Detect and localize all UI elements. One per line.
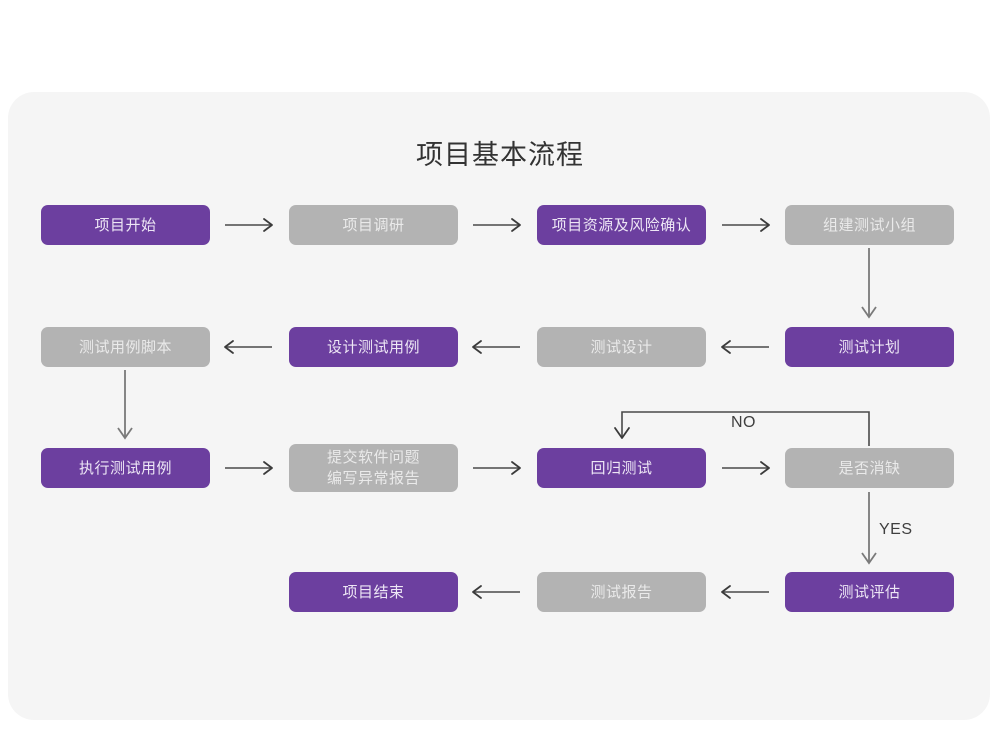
node-resource-risk-confirm[interactable]: 项目资源及风险确认 xyxy=(537,205,706,245)
node-label: 项目结束 xyxy=(342,583,405,601)
node-label-line2: 编写异常报告 xyxy=(326,470,420,487)
node-design-test-case[interactable]: 设计测试用例 xyxy=(289,327,458,367)
node-project-research[interactable]: 项目调研 xyxy=(289,205,458,245)
node-label: 设计测试用例 xyxy=(326,338,420,356)
node-label: 测试用例脚本 xyxy=(78,338,172,356)
flowchart-panel xyxy=(8,92,990,720)
node-label: 执行测试用例 xyxy=(78,459,172,477)
edge-label-no: NO xyxy=(731,414,756,431)
node-submit-issue-report[interactable]: 提交软件问题 编写异常报告 xyxy=(289,444,458,492)
node-label: 项目调研 xyxy=(342,216,405,234)
node-label-line1: 提交软件问题 xyxy=(326,449,420,466)
node-label: 回归测试 xyxy=(590,459,653,477)
node-defect-cleared[interactable]: 是否消缺 xyxy=(785,448,954,488)
node-project-start[interactable]: 项目开始 xyxy=(41,205,210,245)
node-label: 项目资源及风险确认 xyxy=(551,216,692,234)
node-test-evaluation[interactable]: 测试评估 xyxy=(785,572,954,612)
node-test-plan[interactable]: 测试计划 xyxy=(785,327,954,367)
node-regression-test[interactable]: 回归测试 xyxy=(537,448,706,488)
node-label: 组建测试小组 xyxy=(822,216,916,234)
node-label: 测试报告 xyxy=(590,583,653,601)
node-label: 测试设计 xyxy=(590,338,653,356)
node-label: 是否消缺 xyxy=(838,459,901,477)
edge-label-yes: YES xyxy=(879,521,913,538)
node-project-end[interactable]: 项目结束 xyxy=(289,572,458,612)
node-label: 项目开始 xyxy=(94,216,157,234)
node-test-design[interactable]: 测试设计 xyxy=(537,327,706,367)
node-test-report[interactable]: 测试报告 xyxy=(537,572,706,612)
node-label: 测试评估 xyxy=(838,583,901,601)
node-build-test-team[interactable]: 组建测试小组 xyxy=(785,205,954,245)
node-execute-test-case[interactable]: 执行测试用例 xyxy=(41,448,210,488)
page-title: 项目基本流程 xyxy=(416,140,584,170)
node-test-case-script[interactable]: 测试用例脚本 xyxy=(41,327,210,367)
node-label: 测试计划 xyxy=(838,338,901,356)
